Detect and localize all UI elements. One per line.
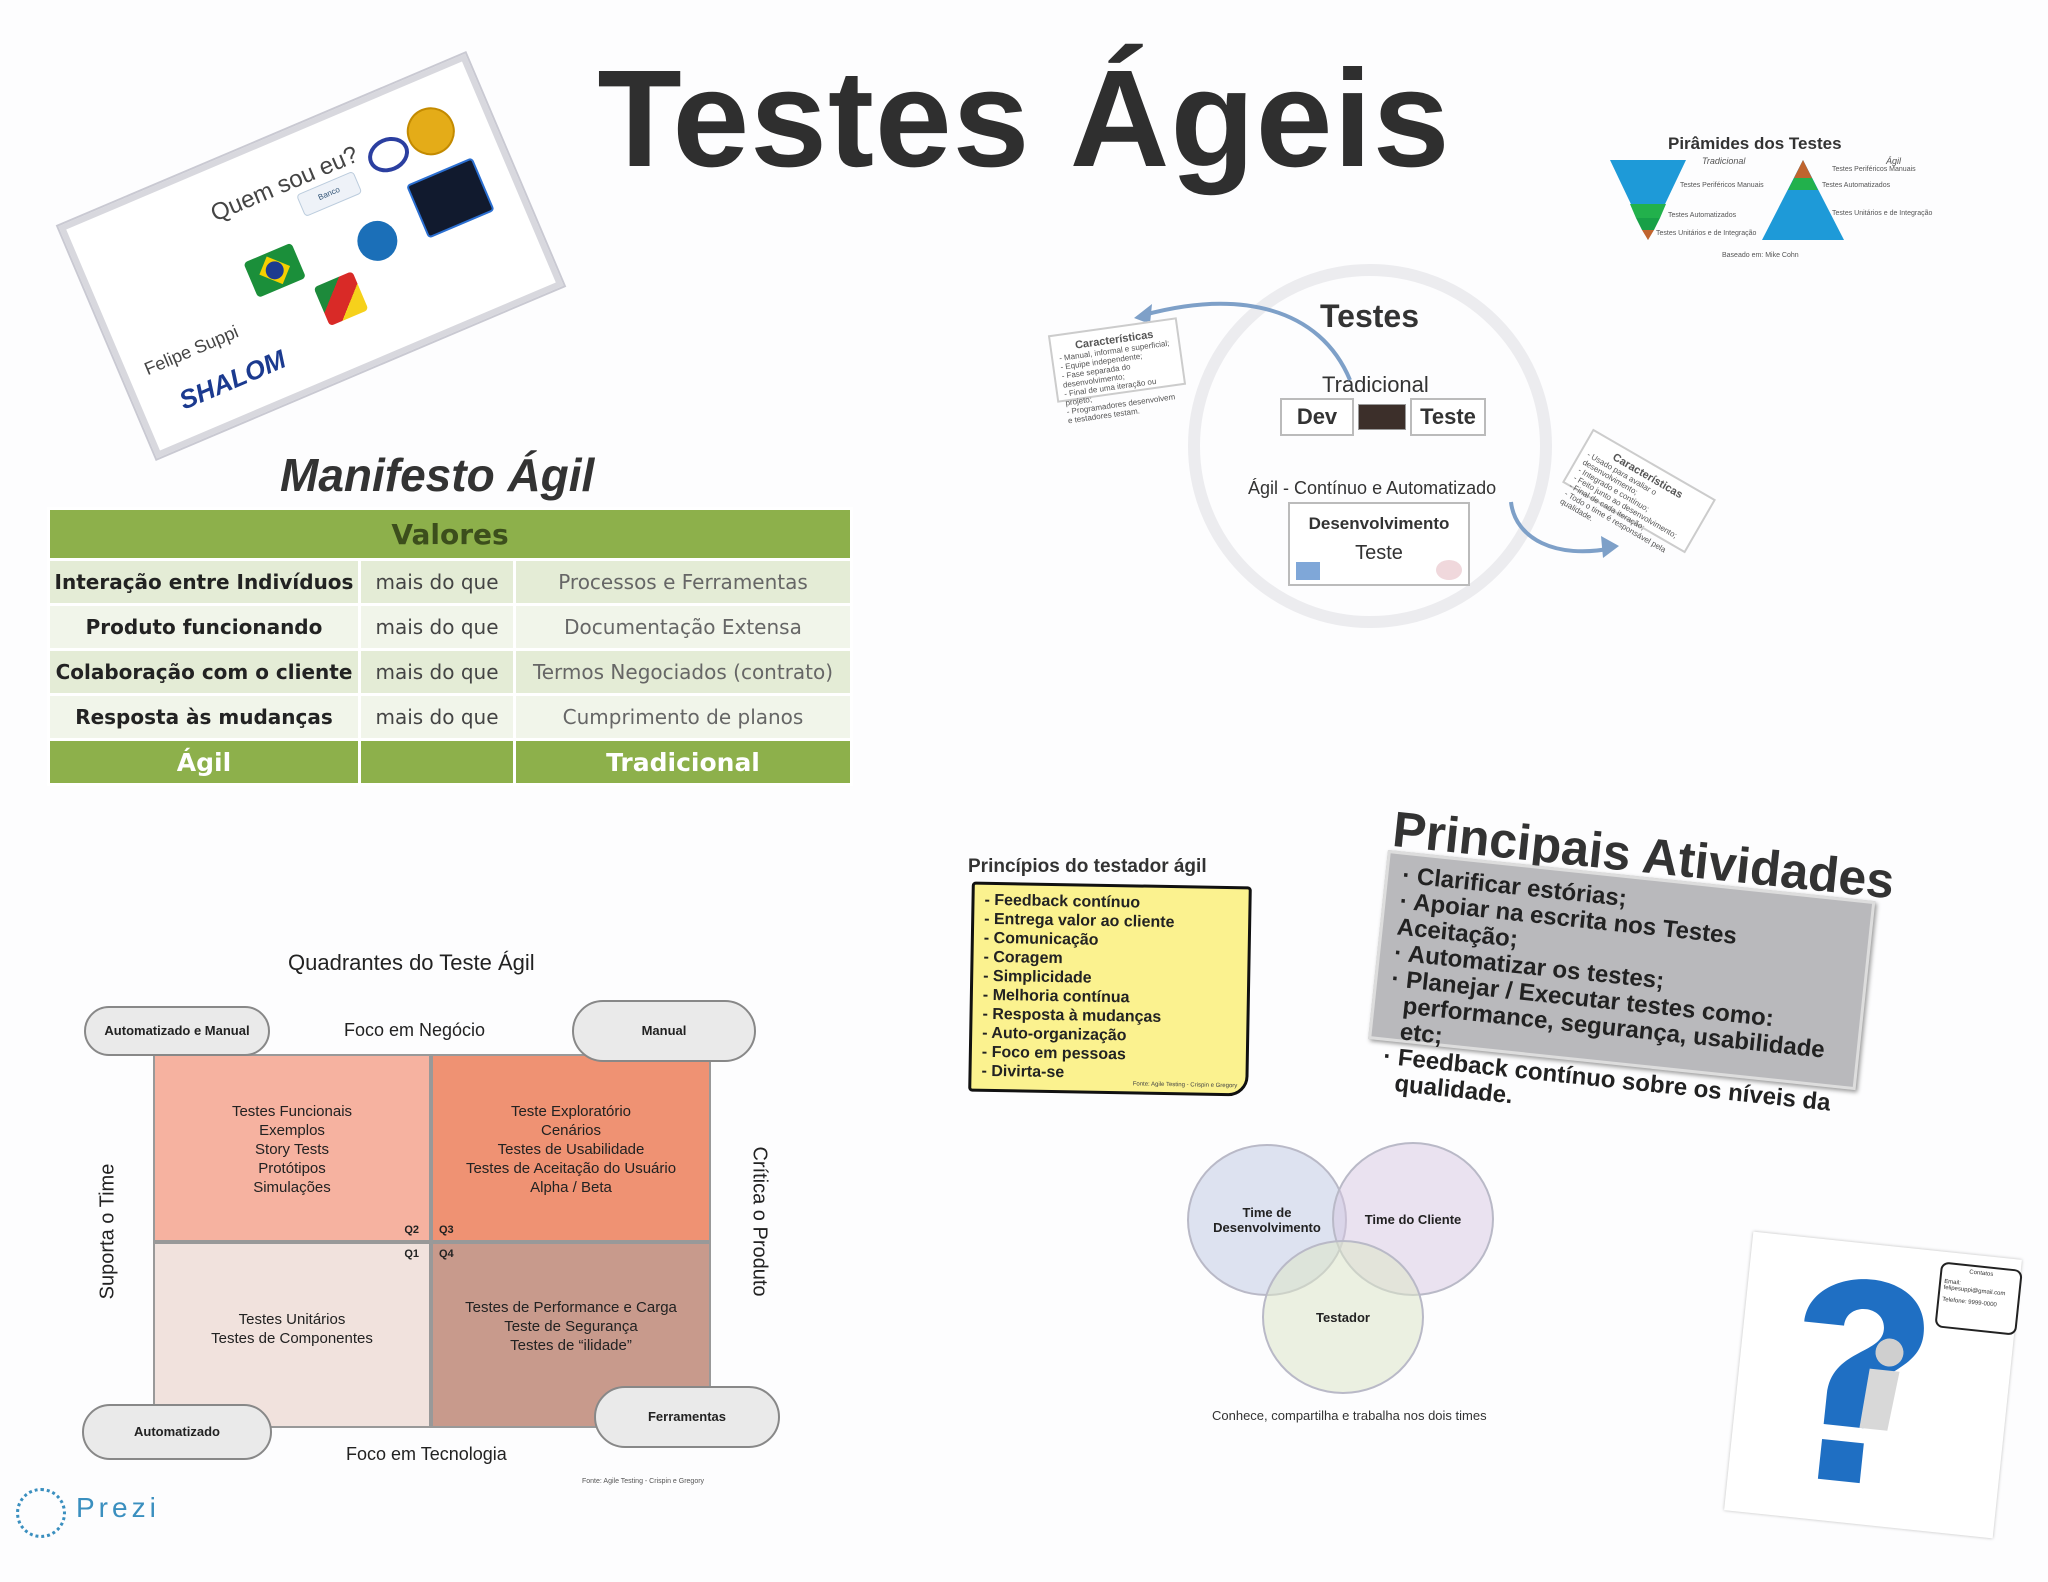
presentation-title: Testes Ágeis [597, 42, 1451, 196]
venn-testador-label: Testador [1316, 1309, 1370, 1325]
footer-agil: Ágil [47, 738, 361, 786]
footer-tradicional: Tradicional [513, 738, 853, 786]
brain-icon [1436, 560, 1462, 580]
contact-bubble: Contatos Email: felipesuppi@gmail.com Te… [1934, 1261, 2023, 1336]
row-right: Documentação Extensa [513, 603, 853, 651]
agil-label: Ágil - Contínuo e Automatizado [1248, 478, 1497, 498]
piramide-tradicional-label: Tradicional [1702, 156, 1746, 166]
pir-right-label: Testes Automatizados [1822, 182, 1891, 189]
pir-left-label: Testes Periféricos Manuais [1680, 182, 1764, 189]
manifesto-header: Valores [47, 507, 853, 561]
q4-text: Testes de Performance e Carga Teste de S… [465, 1299, 677, 1354]
venn-cliente-circle: Time do Cliente [1332, 1142, 1494, 1296]
dev-box: Dev [1280, 398, 1354, 436]
pir-left-label: Testes Unitários e de Integração [1656, 230, 1757, 237]
cloud-automatizado: Automatizado [82, 1404, 272, 1460]
principios-title: Princípios do testador ágil [968, 856, 1207, 877]
pir-right-label: Testes Periféricos Manuais [1832, 166, 1916, 173]
piramide-title: Pirâmides dos Testes [1668, 134, 1842, 153]
row-mid: mais do que [358, 693, 516, 741]
manifesto-title: Manifesto Ágil [280, 449, 595, 501]
contato-phone: Telefone: 9999-0000 [1941, 1296, 1998, 1309]
venn-cliente-label: Time do Cliente [1364, 1211, 1462, 1227]
gremio-logo-icon [405, 157, 495, 239]
q2-label: Q2 [404, 1224, 419, 1236]
row-right: Cumprimento de planos [513, 693, 853, 741]
pir-right-label: Testes Unitários e de Integração [1832, 210, 1933, 217]
handoff-image-icon [1358, 404, 1406, 430]
cloud-manual: Manual [572, 1000, 756, 1062]
q2-text: Testes Funcionais Exemplos Story Tests P… [231, 1103, 353, 1196]
row-left: Resposta às mudanças [47, 693, 361, 741]
piramide-agil-label: Ágil [1886, 156, 1902, 166]
q4-label: Q4 [439, 1248, 454, 1260]
row-left: Produto funcionando [47, 603, 361, 651]
footer-empty [358, 738, 516, 786]
row-mid: mais do que [358, 558, 516, 606]
caracteristicas-card-left[interactable]: Características - Manual, informal e sup… [1047, 317, 1187, 425]
venn-caption: Conhece, compartilha e trabalha nos dois… [1212, 1408, 1487, 1423]
prezi-wordmark: Prezi [76, 1492, 160, 1523]
arrow-right-icon [1509, 501, 1619, 558]
rs-flag-icon [313, 271, 369, 327]
quadrantes-title: Quadrantes do Teste Ágil [288, 950, 535, 975]
pyramid-inverted-icon [1610, 160, 1686, 240]
quadrant-q2: Testes Funcionais Exemplos Story Tests P… [153, 1054, 431, 1242]
q1-label: Q1 [404, 1248, 419, 1260]
contato-title: Contatos [1968, 1269, 1994, 1278]
row-right: Termos Negociados (contrato) [513, 648, 853, 696]
teste-box: Teste [1410, 398, 1486, 436]
suporta-time-label: Suporta o Time [96, 1163, 119, 1300]
q1-text: Testes Unitários Testes de Componentes [211, 1311, 373, 1347]
row-left: Colaboração com o cliente [47, 648, 361, 696]
question-mark-icon [1804, 1279, 1924, 1484]
row-mid: mais do que [358, 603, 516, 651]
cloud-automatizado-manual: Automatizado e Manual [84, 1006, 270, 1056]
contato-email: Email: felipesuppi@gmail.com [1943, 1278, 2006, 1298]
quadrantes-source: Fonte: Agile Testing - Crispin e Gregory [582, 1478, 705, 1485]
foco-tecnologia-label: Foco em Tecnologia [346, 1444, 507, 1464]
arrow-left-icon [1134, 301, 1352, 381]
row-mid: mais do que [358, 648, 516, 696]
question-card[interactable]: Contatos Email: felipesuppi@gmail.com Te… [1724, 1231, 2023, 1539]
foco-negocio-label: Foco em Negócio [344, 1020, 486, 1040]
critica-produto-label: Crítica o Produto [748, 1146, 771, 1297]
tradicional-label: Tradicional [1322, 372, 1429, 397]
pir-left-label: Testes Automatizados [1668, 212, 1737, 219]
row-left: Interação entre Indivíduos [47, 558, 361, 606]
row-right: Processos e Ferramentas [513, 558, 853, 606]
runner-logo-icon [351, 214, 404, 268]
principios-list: - Feedback contínuo - Entrega valor ao c… [981, 891, 1238, 1085]
agil-box: Desenvolvimento Teste [1288, 502, 1470, 586]
quadrant-q1: Testes Unitários Testes de Componentes Q… [153, 1242, 431, 1428]
dev-avatar-icon [1296, 562, 1320, 580]
testes-title: Testes [1320, 298, 1420, 334]
q3-label: Q3 [439, 1224, 454, 1236]
quadrant-q3: Teste Exploratório Cenários Testes de Us… [431, 1054, 711, 1242]
desenvolvimento-label: Desenvolvimento [1308, 514, 1450, 533]
principios-sticky-note[interactable]: - Feedback contínuo - Entrega valor ao c… [968, 881, 1252, 1097]
venn-dev-label: Time de Desenvolvimento [1213, 1205, 1321, 1235]
cloud-ferramentas: Ferramentas [594, 1386, 780, 1448]
venn-testador-circle: Testador [1262, 1240, 1424, 1394]
teste-label: Teste [1355, 542, 1403, 564]
piramide-source: Baseado em: Mike Cohn [1722, 252, 1799, 259]
brazil-flag-icon [243, 242, 307, 298]
prezi-logo-icon [16, 1488, 66, 1538]
q3-text: Teste Exploratório Cenários Testes de Us… [465, 1103, 677, 1196]
pyramid-icon [1762, 160, 1844, 240]
principios-source: Fonte: Agile Testing - Crispin e Gregory [1132, 1081, 1238, 1090]
